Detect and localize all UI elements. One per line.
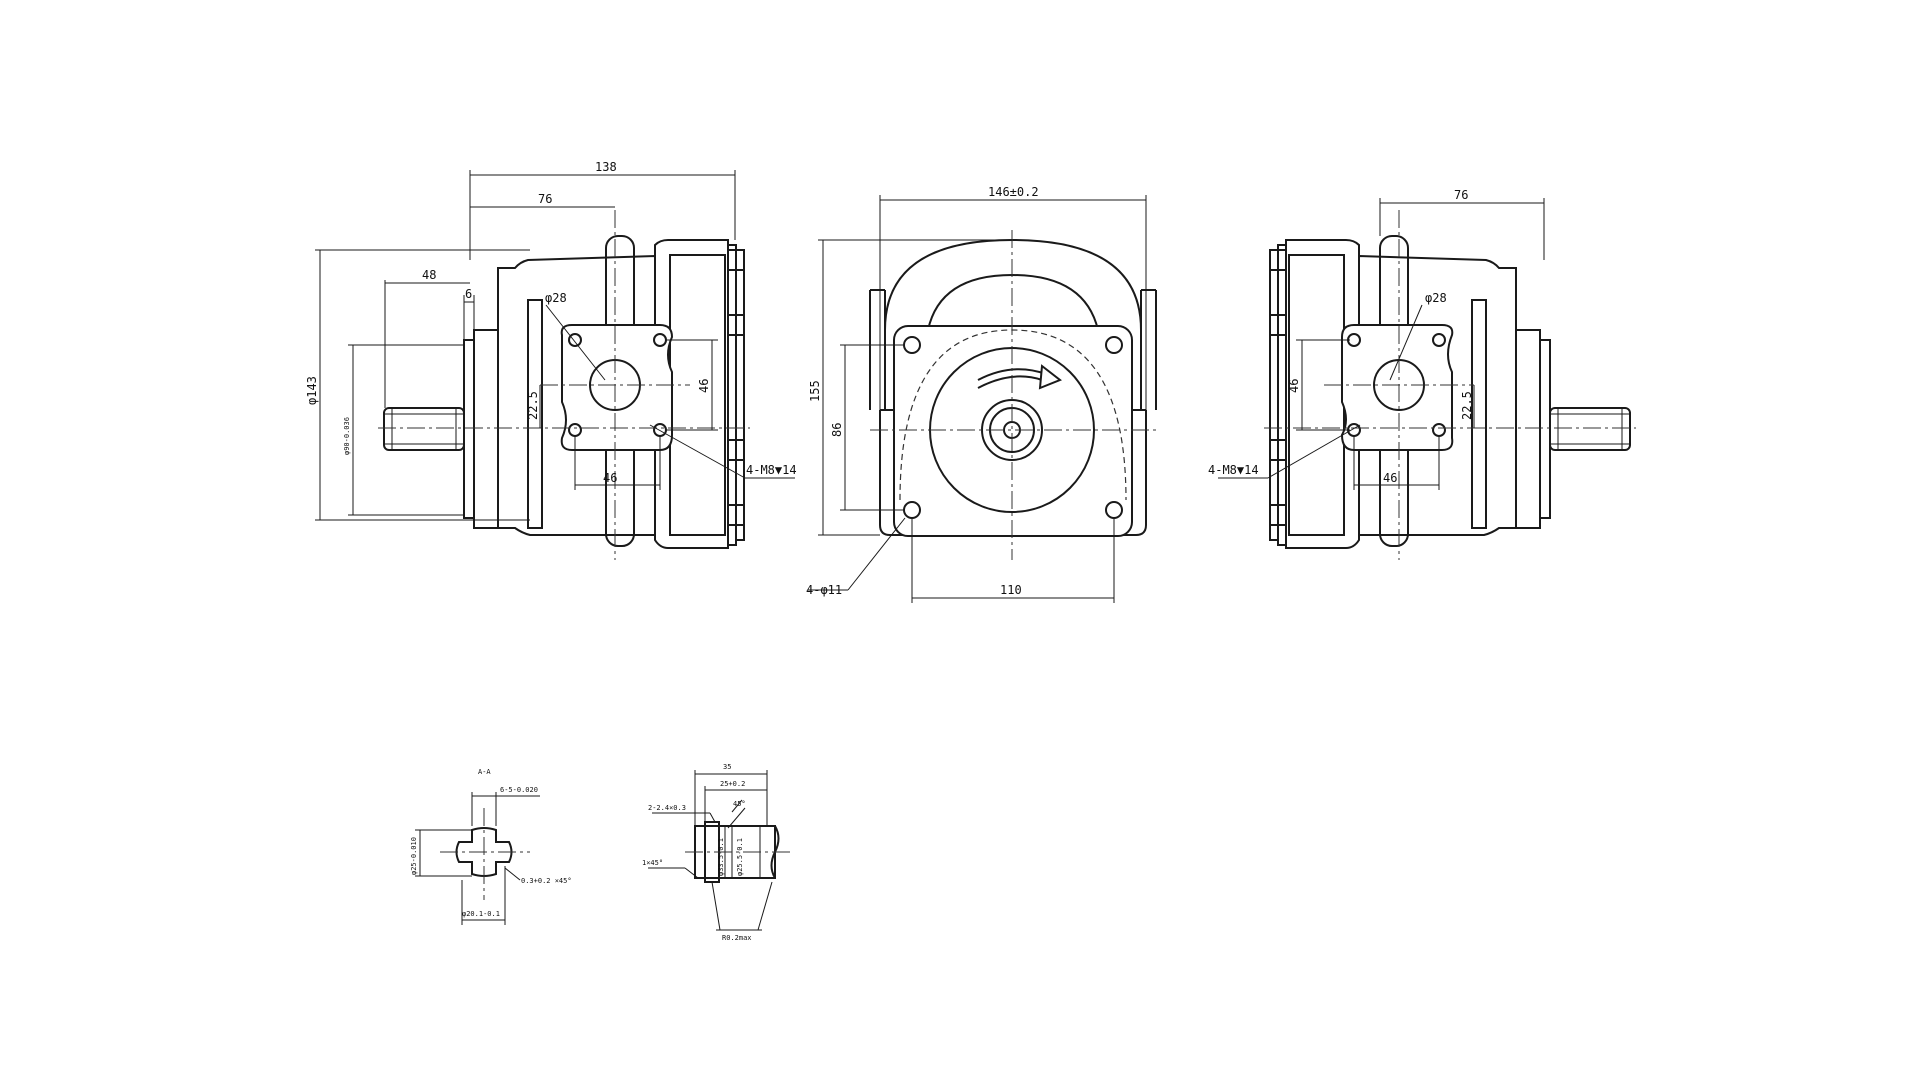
front-view: 146±0.2 110 4-φ11 155 86 (806, 185, 1160, 603)
front-dim-86: 86 (830, 423, 844, 437)
shaft-dim-35: 35 (723, 763, 731, 771)
left-dim-46-w: 46 (603, 471, 617, 485)
front-dim-146: 146±0.2 (988, 185, 1039, 199)
spline-width: 6-5-0.020 (500, 786, 538, 794)
left-dim-pilot: φ90-0.036 (343, 417, 351, 455)
shaft-detail: 35 25+0.2 2-2.4×0.3 45° 1×45° φ33.5-0.1 … (642, 763, 790, 942)
section-a-a: A-A 6-5-0.020 φ25-0.010 φ20.1-0.1 0.3+0.… (410, 768, 572, 925)
left-flange-step (473, 329, 499, 529)
left-dim-46-h: 46 (697, 379, 711, 393)
shaft-dim-25: 25+0.2 (720, 780, 745, 788)
front-callout-holes: 4-φ11 (806, 583, 842, 597)
left-dim-phi28: φ28 (545, 291, 567, 305)
spline-outer-dia: φ25-0.010 (410, 837, 418, 875)
shaft-note: R0.2max (722, 934, 752, 942)
right-dim-46-w: 46 (1383, 471, 1397, 485)
shaft-dia-a: φ33.5-0.1 (717, 838, 725, 876)
left-dim-48: 48 (422, 268, 436, 282)
left-dim-phi143: φ143 (305, 376, 319, 405)
right-cover (1285, 239, 1360, 549)
left-cover (654, 239, 729, 549)
front-mount-plate (893, 325, 1133, 537)
spline-chamfer: 0.3+0.2 ×45° (521, 877, 572, 885)
left-dim-138: 138 (595, 160, 617, 174)
front-bolt-hole (1105, 336, 1123, 354)
spline-inner-dia: φ20.1-0.1 (462, 910, 500, 918)
right-dim-46-h: 46 (1287, 379, 1301, 393)
right-dim-76: 76 (1454, 188, 1468, 202)
section-label: A-A (478, 768, 491, 776)
left-callout-threads: 4-M8▼14 (746, 463, 797, 477)
left-port-plate (560, 324, 674, 451)
left-dim-76: 76 (538, 192, 552, 206)
right-shaft (1549, 407, 1631, 451)
right-dim-22-5: 22.5 (1460, 391, 1474, 420)
right-callout-threads: 4-M8▼14 (1208, 463, 1259, 477)
shaft-groove: 2-2.4×0.3 (648, 804, 686, 812)
front-dome (884, 238, 1142, 331)
left-dim-6: 6 (465, 287, 472, 301)
shaft-dia-b: φ25.5-0.1 (736, 838, 744, 876)
left-dim-22-5: 22.5 (526, 391, 540, 420)
right-dim-phi28: φ28 (1425, 291, 1447, 305)
left-side-view: 138 76 48 6 φ28 46 4-M8▼14 φ143 φ90-0.03… (305, 160, 797, 560)
right-side-view: 76 φ28 46 4-M8▼14 46 22.5 (1208, 188, 1636, 560)
spline-profile (455, 827, 513, 877)
shaft-angle: 45° (733, 800, 746, 808)
shaft-chamfer: 1×45° (642, 859, 663, 867)
left-pilot (463, 339, 475, 519)
front-dim-155: 155 (808, 380, 822, 402)
front-dim-110: 110 (1000, 583, 1022, 597)
